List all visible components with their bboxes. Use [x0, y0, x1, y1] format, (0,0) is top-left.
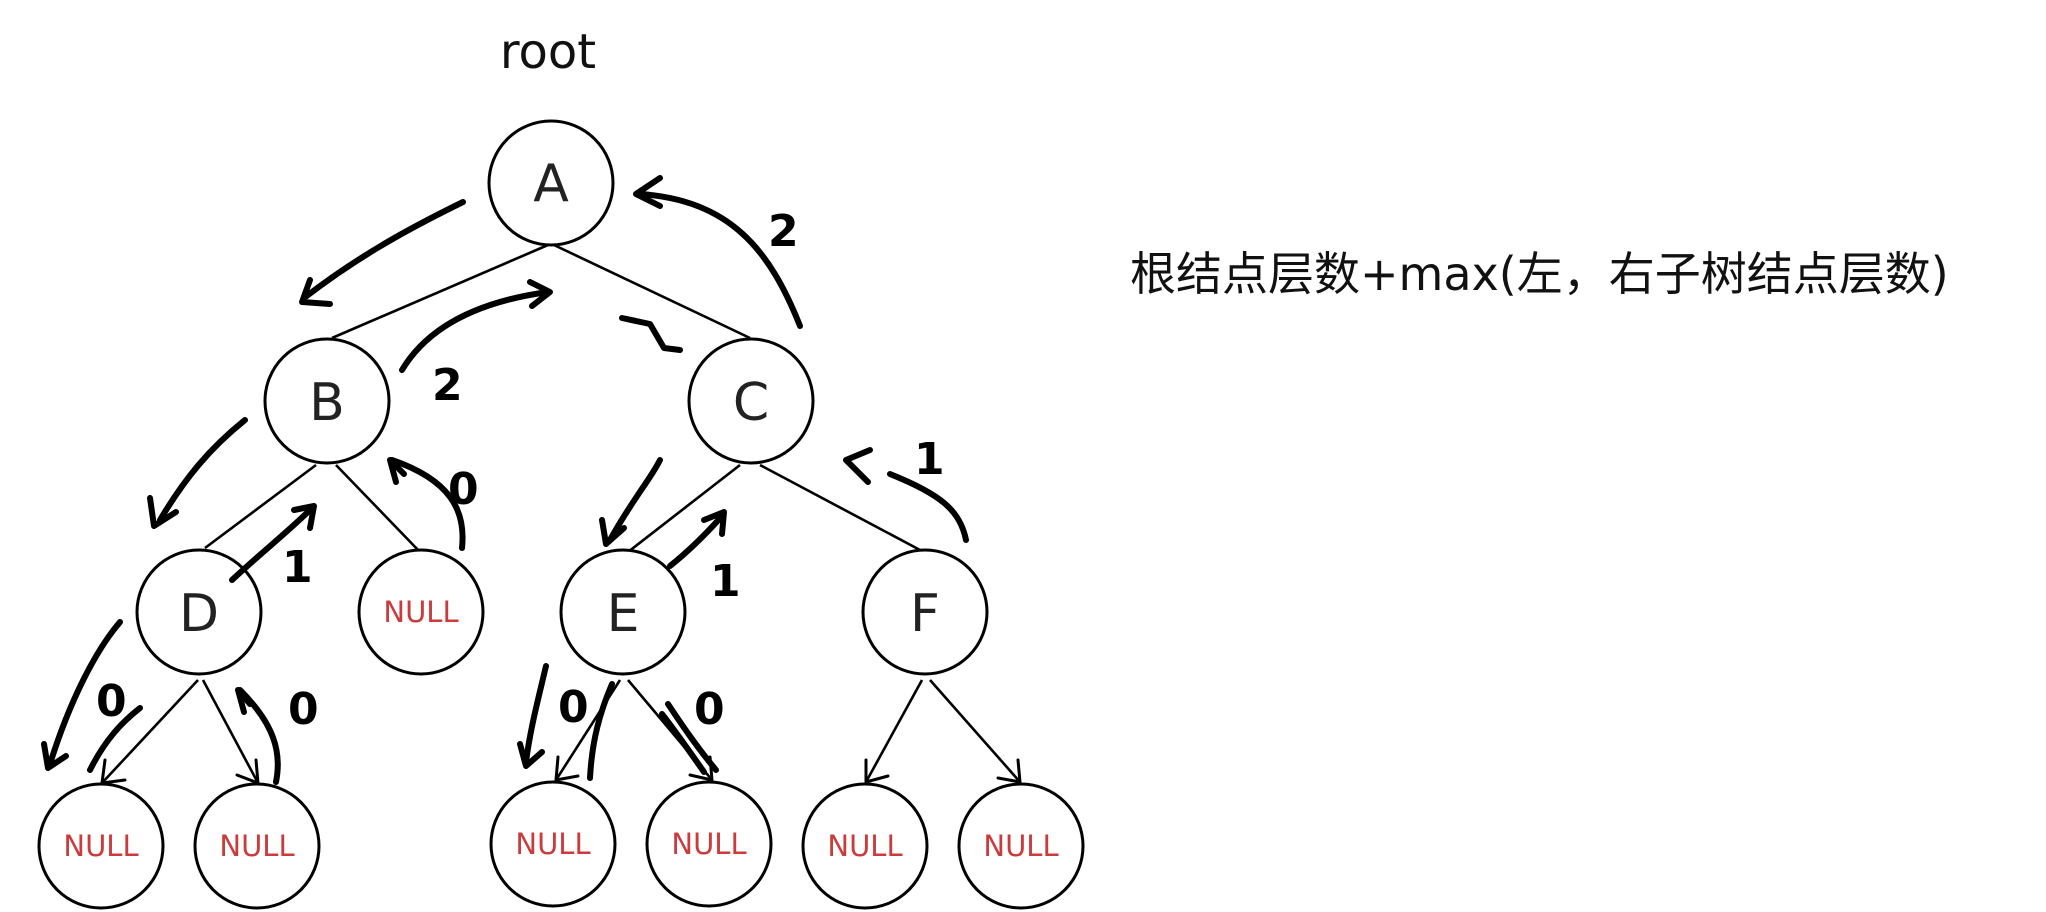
edge-d-null-right [201, 679, 260, 784]
arrowhead-e-left [554, 755, 580, 782]
arrow-null-right-to-d [237, 687, 281, 785]
depth-formula: 根结点层数+max(左，右子树结点层数) [1130, 247, 1949, 301]
count-f-to-c: 1 [914, 434, 945, 485]
node-e-null-right: NULL [645, 780, 773, 908]
arrowhead-d-to-null-left [41, 741, 69, 771]
arrowhead-f-to-c [843, 447, 873, 485]
edge-b-d [204, 463, 317, 550]
node-e: E [559, 548, 687, 676]
arrowhead-c-to-a [633, 175, 663, 209]
arrowhead-null-right-to-d [235, 687, 253, 715]
node-a: A [487, 119, 615, 247]
arrowhead-b-to-d [147, 495, 179, 529]
traversal-arrows [41, 175, 969, 785]
arrow-d-to-b [229, 505, 315, 583]
arrowhead-f-right [996, 758, 1022, 784]
arrow-null-to-b [389, 457, 466, 551]
node-d-null-right-label: NULL [219, 829, 294, 863]
node-c-label: C [733, 373, 769, 433]
node-f-null-right: NULL [957, 782, 1085, 910]
node-f-null-left: NULL [801, 782, 929, 910]
edge-c-e [627, 463, 741, 554]
arrow-e-to-null-left [523, 663, 549, 765]
node-e-null-left: NULL [489, 780, 617, 908]
arrow-e-to-null-right [659, 711, 707, 775]
node-f-null-right-label: NULL [983, 829, 1058, 863]
count-d-to-b: 1 [282, 542, 313, 593]
node-d-null-left: NULL [37, 782, 165, 910]
count-null-to-e-left: 0 [558, 682, 589, 733]
node-e-null-left-label: NULL [515, 827, 590, 861]
arrow-null-left-to-e [587, 681, 615, 781]
count-null-to-b: 0 [448, 464, 479, 515]
count-e-to-c: 1 [710, 556, 741, 607]
arrow-null-left-to-d [87, 705, 143, 773]
edge-a-c [553, 243, 751, 340]
edge-c-f [759, 463, 921, 552]
arrow-null-right-to-e [665, 701, 719, 773]
arrowhead-e-to-c [701, 509, 727, 537]
arrow-f-to-c [887, 471, 969, 543]
node-e-label: E [607, 584, 640, 644]
arrowhead-c-to-e [599, 517, 627, 547]
count-null-to-e-right: 0 [694, 684, 725, 735]
arrow-b-to-a [399, 289, 551, 373]
node-d-label: D [179, 584, 219, 644]
node-b-null: NULL [357, 548, 485, 676]
count-null-to-d-left: 0 [96, 676, 127, 727]
node-c: C [687, 337, 815, 465]
node-b-label: B [309, 373, 345, 433]
arrowhead-f-left [864, 758, 890, 784]
node-d-null-right: NULL [193, 782, 321, 910]
count-b-to-a: 2 [432, 360, 463, 411]
node-a-label: A [533, 154, 569, 214]
arrowhead-e-to-null-left [517, 741, 545, 769]
arrow-c-to-e [607, 457, 663, 543]
node-f-label: F [910, 584, 940, 644]
handwritten-counts: 2 2 0 1 1 1 0 0 0 0 [96, 206, 945, 735]
count-a-from-c: 2 [768, 206, 799, 257]
node-b: B [263, 337, 391, 465]
arrow-d-to-null-left [47, 619, 123, 767]
arrowhead-a-to-b [299, 277, 333, 307]
edge-b-null [335, 464, 421, 553]
arrow-b-to-d [157, 417, 248, 523]
count-null-to-d-right: 0 [288, 684, 319, 735]
arrow-a-to-b [301, 199, 466, 301]
node-f: F [861, 548, 989, 676]
node-d-null-left-label: NULL [63, 829, 138, 863]
arrow-a-to-c [619, 315, 683, 353]
edge-f-null-left [864, 679, 924, 783]
root-label: root [500, 24, 596, 80]
arrowhead-null-to-b [387, 457, 407, 485]
node-e-null-right-label: NULL [671, 827, 746, 861]
arrowhead-d-to-b [291, 503, 317, 531]
arrow-c-to-a [637, 191, 803, 329]
arrowhead-b-to-a [527, 279, 553, 309]
edge-f-null-right [929, 679, 1021, 783]
arrow-e-to-c [667, 513, 725, 569]
node-f-null-left-label: NULL [827, 829, 902, 863]
node-b-null-label: NULL [383, 595, 458, 629]
edge-d-null-left [101, 679, 199, 784]
edge-a-b [331, 243, 549, 340]
